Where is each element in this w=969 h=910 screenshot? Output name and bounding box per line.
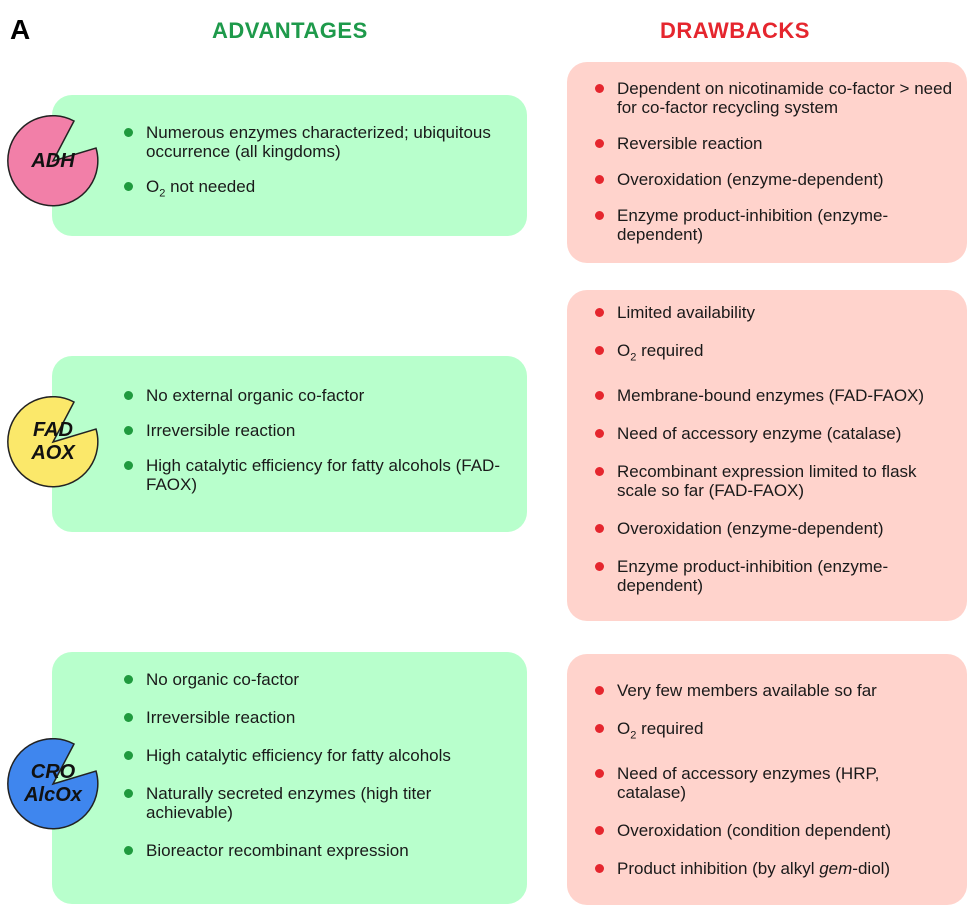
cro-alcox-advantage-item: Bioreactor recombinant expression — [122, 841, 452, 860]
fad-aox-drawback-item: Limited availability — [593, 303, 953, 322]
advantages-heading: ADVANTAGES — [212, 18, 368, 43]
cro-alcox-advantage-item: No organic co-factor — [122, 670, 452, 689]
adh-badge-label: ADH — [31, 149, 75, 172]
fad-aox-advantage-item: High catalytic efficiency for fatty alco… — [122, 456, 502, 494]
cro-alcox-enzyme-badge: CRO AlcOx — [7, 738, 99, 830]
enzyme-pacman-icon — [7, 396, 99, 488]
fad-aox-advantages-box: No external organic co-factor Irreversib… — [52, 356, 527, 532]
fad-aox-advantage-item: No external organic co-factor — [122, 386, 502, 405]
cro-alcox-advantage-item: Naturally secreted enzymes (high titer a… — [122, 784, 452, 822]
fad-aox-drawback-item: Overoxidation (enzyme-dependent) — [593, 519, 953, 538]
cro-alcox-advantage-item: High catalytic efficiency for fatty alco… — [122, 746, 452, 765]
fad-aox-drawback-item: Recombinant expression limited to flask … — [593, 462, 953, 500]
adh-advantages-box: Numerous enzymes characterized; ubiquito… — [52, 95, 527, 236]
cro-alcox-badge-label-line: CRO — [30, 761, 76, 783]
adh-drawback-item: Reversible reaction — [593, 134, 953, 153]
adh-drawback-item: Dependent on nicotinamide co-factor > ne… — [593, 79, 953, 117]
fad-aox-drawback-item: O2 required — [593, 341, 953, 367]
enzyme-pacman-icon — [7, 738, 99, 830]
cro-alcox-advantage-item: Irreversible reaction — [122, 708, 452, 727]
adh-drawbacks-box: Dependent on nicotinamide co-factor > ne… — [567, 62, 967, 263]
adh-enzyme-badge: ADH — [7, 115, 99, 207]
fad-aox-drawback-item: Enzyme product-inhibition (enzyme-depend… — [593, 557, 953, 595]
adh-drawback-item: Overoxidation (enzyme-dependent) — [593, 170, 953, 189]
cro-alcox-drawback-item: O2 required — [593, 719, 953, 745]
fad-aox-drawback-item: Need of accessory enzyme (catalase) — [593, 424, 953, 443]
adh-drawback-item: Enzyme product-inhibition (enzyme-depend… — [593, 206, 953, 244]
fad-aox-badge-label-line: AOX — [31, 442, 75, 464]
adh-advantage-item: Numerous enzymes characterized; ubiquito… — [122, 123, 502, 161]
cro-alcox-drawback-item: Product inhibition (by alkyl gem-diol) — [593, 859, 953, 878]
enzyme-pacman-icon — [7, 115, 99, 207]
fad-aox-drawbacks-box: Limited availability O2 required Membran… — [567, 290, 967, 621]
fad-aox-enzyme-badge: FAD AOX — [7, 396, 99, 488]
fad-aox-badge-label-line: FAD — [33, 419, 73, 441]
cro-alcox-badge-label-line: AlcOx — [24, 784, 82, 806]
cro-alcox-drawbacks-box: Very few members available so far O2 req… — [567, 654, 967, 905]
fad-aox-drawback-item: Membrane-bound enzymes (FAD-FAOX) — [593, 386, 953, 405]
cro-alcox-advantages-box: No organic co-factor Irreversible reacti… — [52, 652, 527, 904]
cro-alcox-drawback-item: Need of accessory enzymes (HRP, catalase… — [593, 764, 953, 802]
cro-alcox-drawback-item: Very few members available so far — [593, 681, 953, 700]
fad-aox-advantage-item: Irreversible reaction — [122, 421, 502, 440]
cro-alcox-drawback-item: Overoxidation (condition dependent) — [593, 821, 953, 840]
adh-advantage-item: O2 not needed — [122, 177, 502, 203]
panel-label: A — [10, 14, 31, 45]
drawbacks-heading: DRAWBACKS — [660, 18, 810, 43]
